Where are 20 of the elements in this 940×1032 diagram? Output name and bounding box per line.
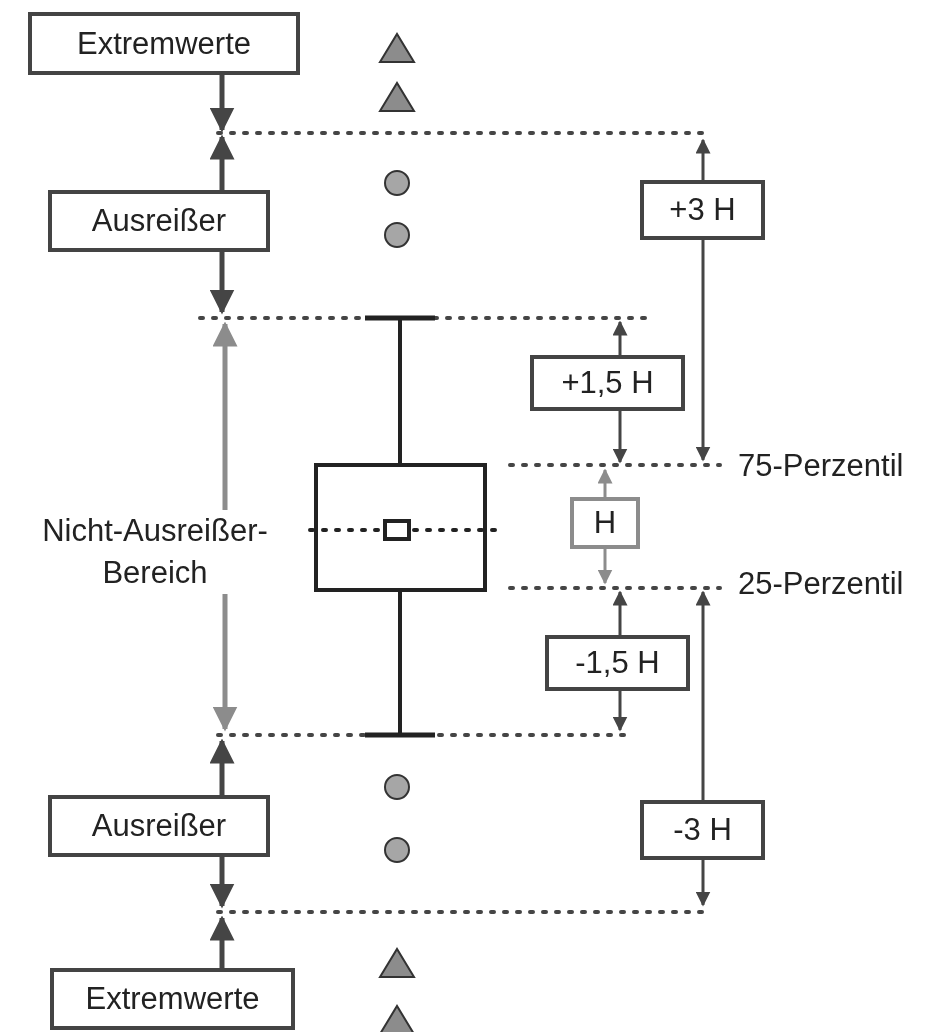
arrow (209, 857, 235, 909)
label-box: Extremwerte (50, 968, 295, 1030)
arrow (209, 75, 235, 133)
label-box: Ausreißer (48, 190, 270, 252)
arrow (209, 738, 235, 795)
arrow (209, 915, 235, 968)
percentile-label: 25-Perzentil (738, 566, 904, 602)
label-box: H (570, 497, 640, 549)
label-box: -3 H (640, 800, 765, 860)
label-box: -1,5 H (545, 635, 690, 691)
arrow (212, 594, 238, 732)
label-box: +3 H (640, 180, 765, 240)
percentile-label: 75-Perzentil (738, 448, 904, 484)
arrow (209, 252, 235, 315)
label-box: +1,5 H (530, 355, 685, 411)
arrow (209, 134, 235, 190)
label-box: Extremwerte (28, 12, 300, 75)
label-box: Ausreißer (48, 795, 270, 857)
range-label: Nicht-Ausreißer-Bereich (10, 510, 300, 594)
arrow (212, 321, 238, 510)
